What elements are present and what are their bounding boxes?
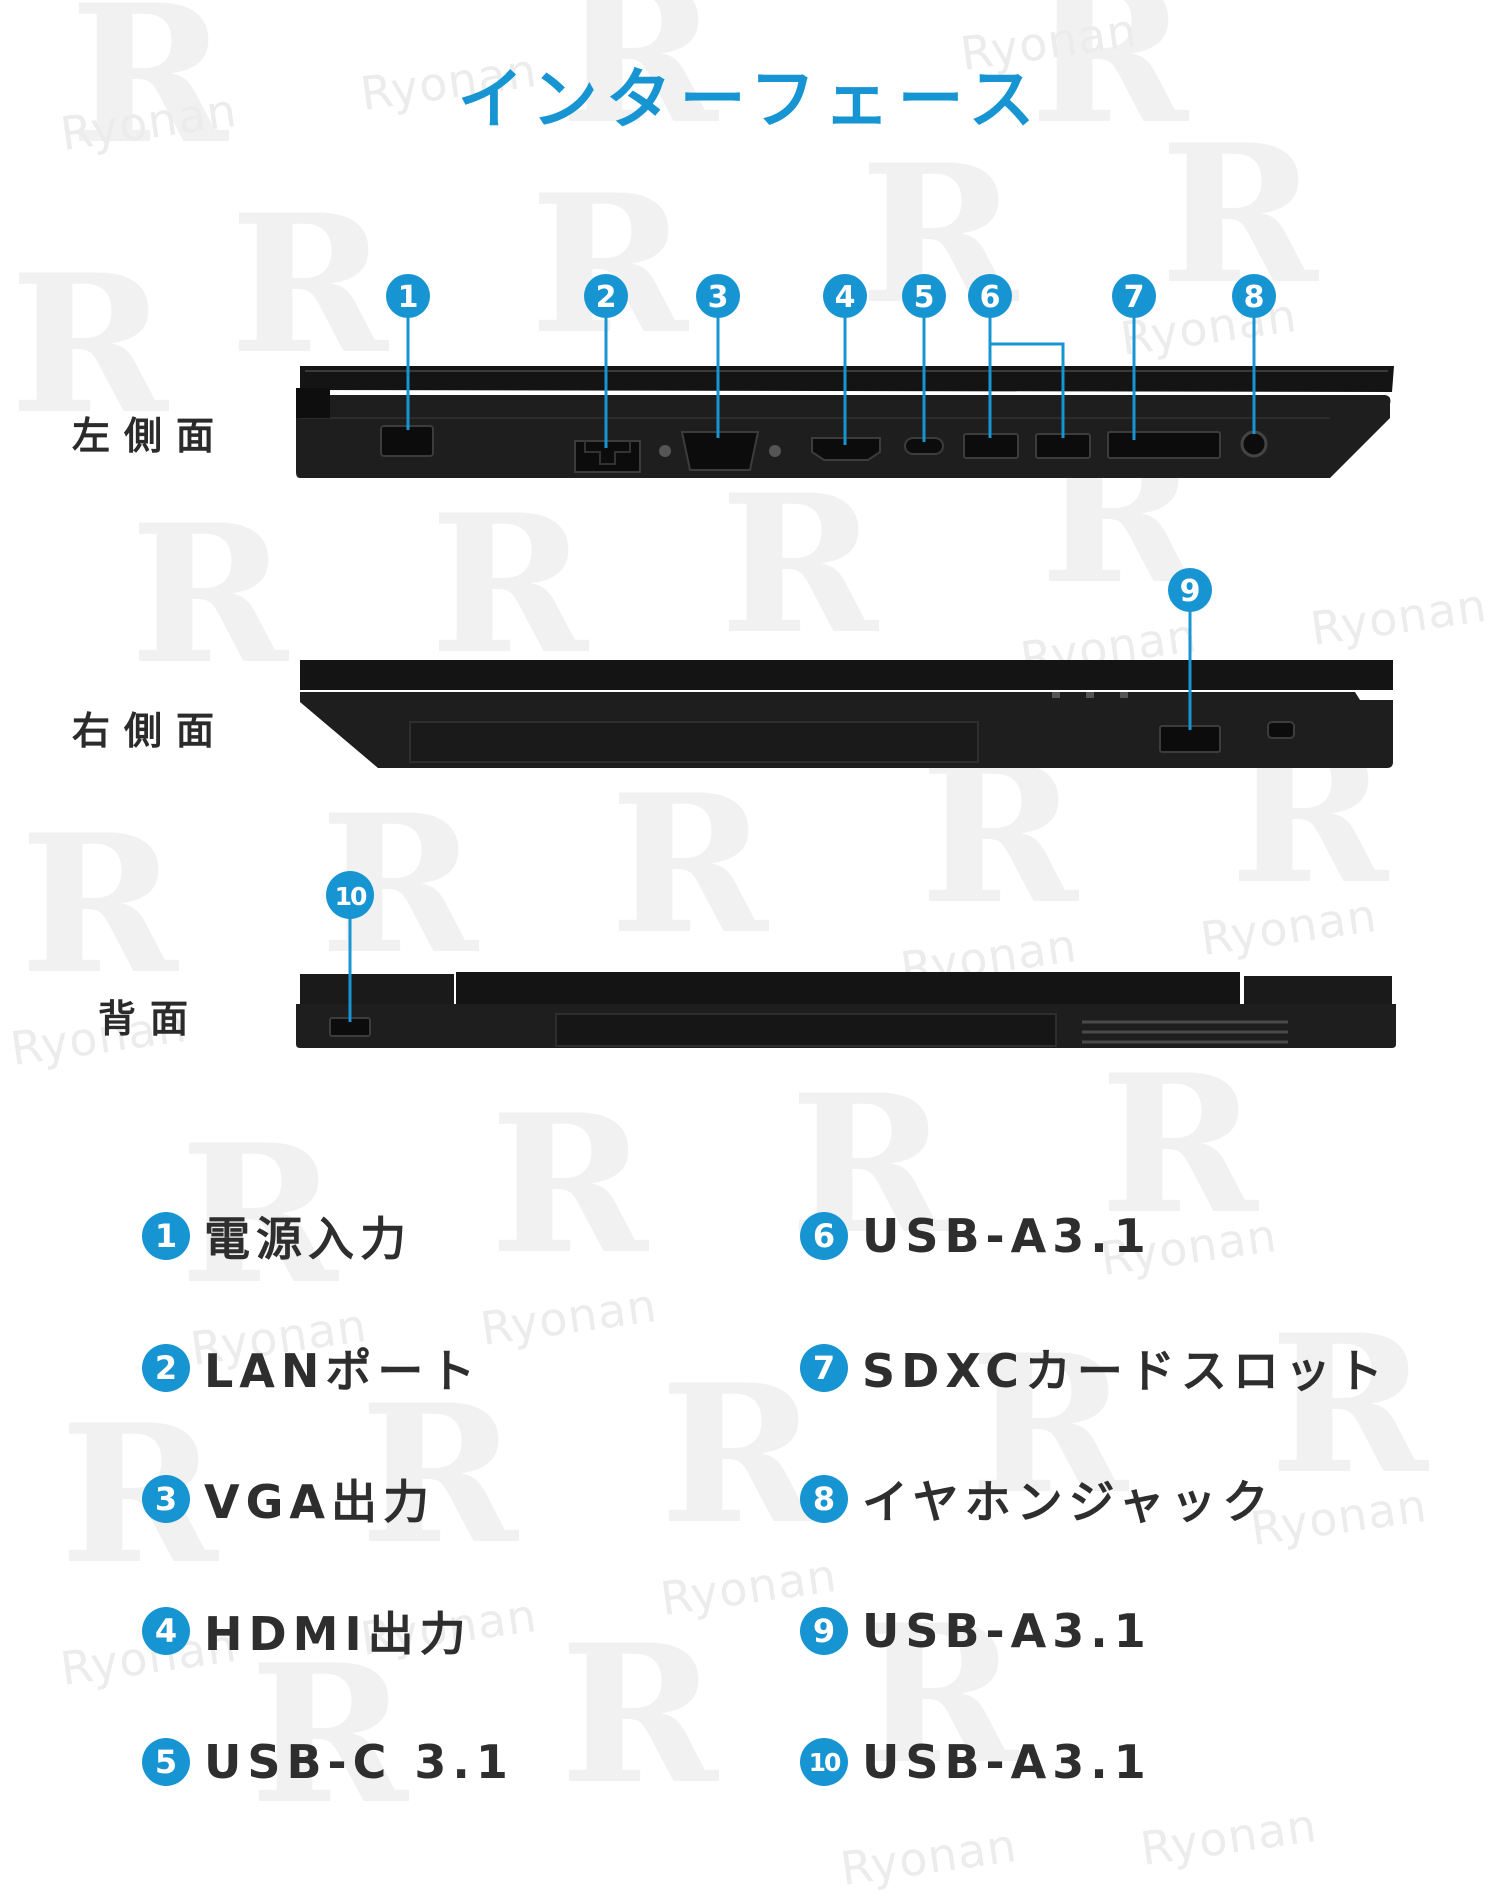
spec-number: 3 (142, 1475, 190, 1523)
spec-label: USB-C 3.1 (204, 1735, 514, 1789)
spec-label: 電源入力 (204, 1212, 412, 1266)
spec-number: 2 (142, 1344, 190, 1392)
spec-label: LANポート (204, 1344, 482, 1398)
page-title: インターフェース (457, 61, 1043, 138)
svg-text:4: 4 (835, 280, 856, 315)
svg-text:2: 2 (596, 280, 617, 315)
callout-7: 7 (1112, 274, 1156, 318)
spec-number: 10 (800, 1738, 848, 1786)
callout-6: 6 (968, 274, 1012, 318)
spec-item: 6 USB-A3.1 (800, 1208, 1152, 1264)
svg-text:5: 5 (914, 280, 935, 315)
callout-8: 8 (1232, 274, 1276, 318)
svg-text:8: 8 (1244, 280, 1265, 315)
spec-number: 6 (800, 1212, 848, 1260)
watermark-text: Ryonan (837, 1817, 1021, 1896)
svg-text:10: 10 (335, 882, 367, 911)
spec-item: 8 イヤホンジャック (800, 1471, 1274, 1529)
back-label: 背面 (98, 997, 203, 1041)
spec-item: 10 USB-A3.1 (800, 1734, 1152, 1790)
spec-number: 7 (800, 1344, 848, 1392)
spec-number: 4 (142, 1607, 190, 1655)
svg-text:3: 3 (708, 280, 729, 315)
svg-text:7: 7 (1124, 280, 1145, 315)
spec-number: 8 (800, 1475, 848, 1523)
back-view (296, 916, 1396, 1048)
right-side-view (300, 610, 1393, 768)
spec-label: USB-A3.1 (862, 1735, 1152, 1789)
spec-label: HDMI出力 (204, 1607, 472, 1661)
spec-label: USB-A3.1 (862, 1604, 1152, 1658)
callout-2: 2 (584, 274, 628, 318)
spec-item: 7 SDXCカードスロット (800, 1340, 1389, 1398)
spec-item: 1 電源入力 (142, 1208, 412, 1266)
watermark-logo: R (560, 1603, 718, 1826)
callout-1: 1 (386, 274, 430, 318)
spec-item: 4 HDMI出力 (142, 1603, 472, 1661)
spec-label: イヤホンジャック (862, 1475, 1275, 1529)
watermark-logo: R (660, 1343, 818, 1566)
watermark-text: Ryonan (477, 1277, 661, 1357)
lan-port (574, 440, 641, 473)
callout-4: 4 (823, 274, 867, 318)
svg-text:6: 6 (980, 280, 1001, 315)
spec-item: 3 VGA出力 (142, 1471, 435, 1529)
callout-3: 3 (696, 274, 740, 318)
svg-text:9: 9 (1180, 574, 1201, 609)
svg-text:1: 1 (398, 280, 419, 315)
right-side-label: 右側面 (72, 709, 229, 753)
watermark-text: Ryonan (1247, 1477, 1431, 1557)
watermark-logo: R (490, 1073, 648, 1296)
laptop-illustration: 1 2 3 4 5 6 7 8 9 10 (296, 274, 1396, 1048)
power-port (380, 425, 434, 457)
sd-card-slot (1107, 431, 1221, 459)
spec-label: SDXCカードスロット (862, 1344, 1389, 1398)
spec-number: 1 (142, 1212, 190, 1260)
callout-9: 9 (1168, 568, 1212, 612)
vga-port (680, 431, 760, 471)
watermark-text: Ryonan (1137, 1797, 1321, 1877)
audio-jack (1240, 430, 1268, 458)
hdmi-port (811, 437, 881, 461)
callout-5: 5 (902, 274, 946, 318)
left-side-label: 左側面 (72, 414, 229, 458)
spec-item: 2 LANポート (142, 1340, 481, 1398)
left-side-view (296, 316, 1394, 478)
spec-label: USB-A3.1 (862, 1209, 1152, 1263)
callout-10: 10 (326, 871, 374, 919)
spec-number: 5 (142, 1738, 190, 1786)
spec-item: 5 USB-C 3.1 (142, 1734, 514, 1790)
spec-number: 9 (800, 1607, 848, 1655)
security-lock-slot (1267, 721, 1295, 739)
spec-label: VGA出力 (204, 1475, 435, 1529)
spec-item: 9 USB-A3.1 (800, 1603, 1152, 1659)
